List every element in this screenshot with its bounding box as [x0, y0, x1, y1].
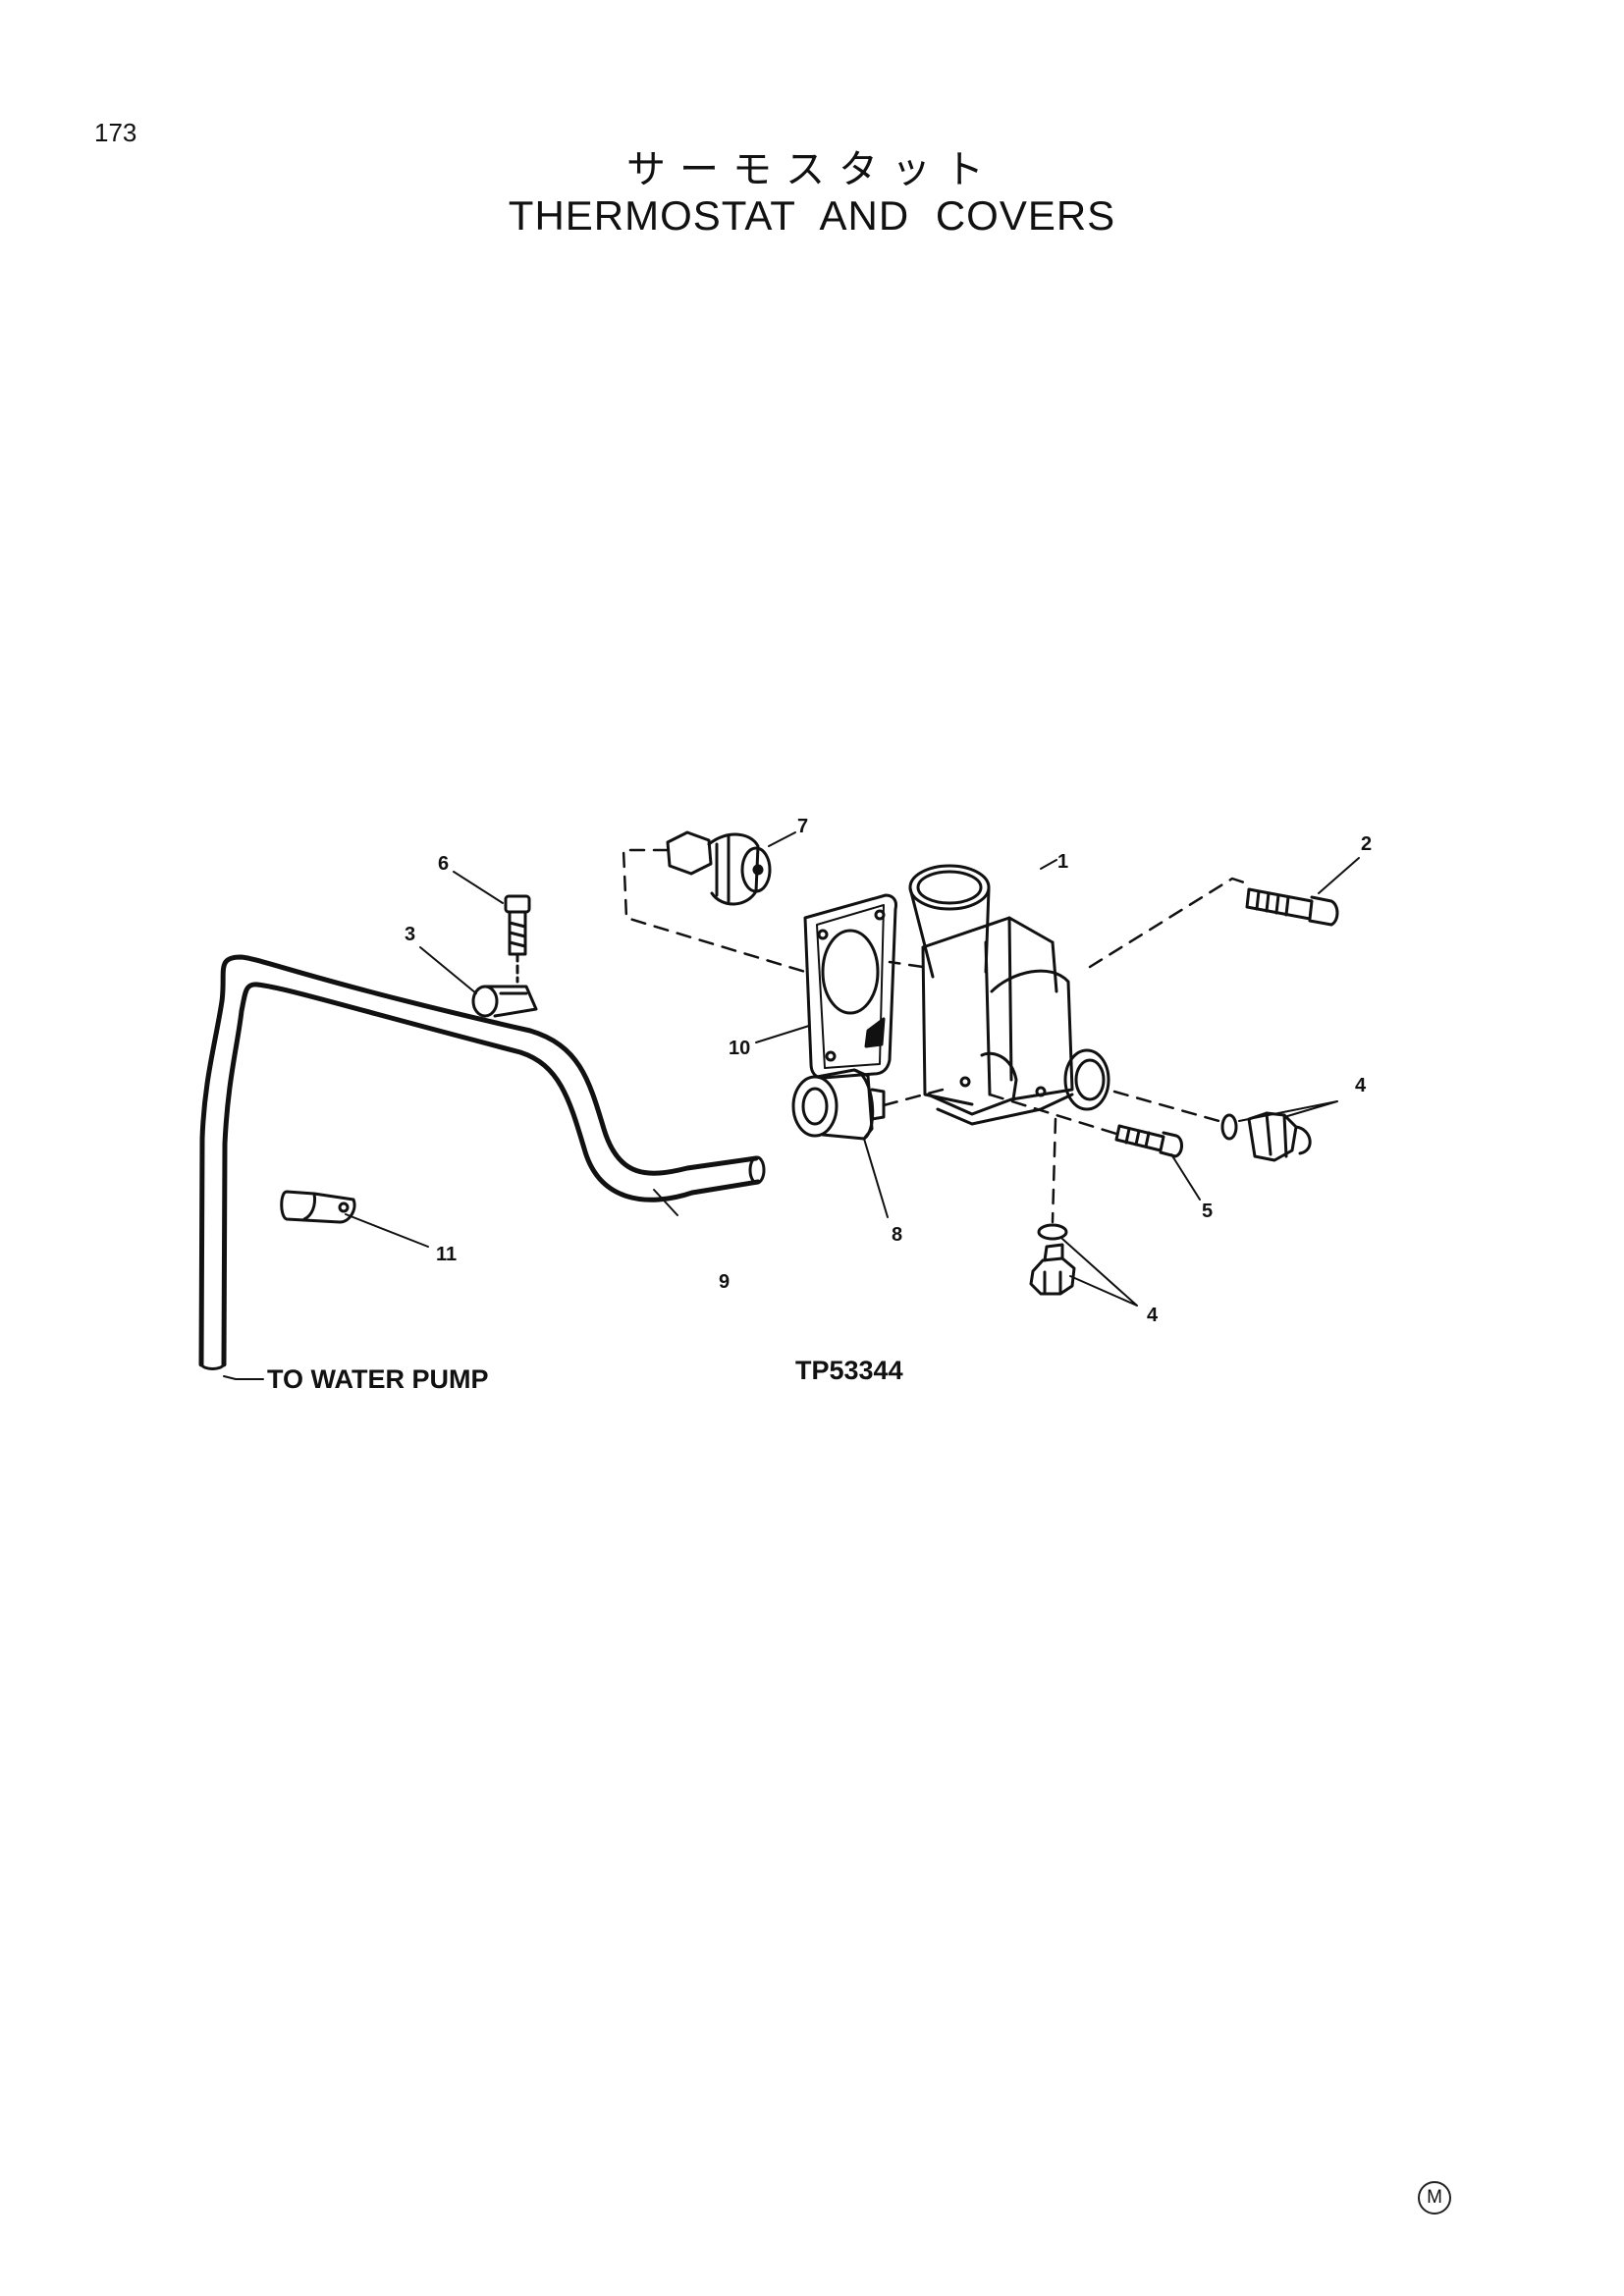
bolt-part-6	[504, 894, 531, 984]
callout-4-bottom: 4	[1147, 1305, 1159, 1326]
page-number: 173	[94, 118, 137, 147]
plug-and-o-ring-right-part-4	[1220, 1111, 1312, 1162]
callout-10: 10	[729, 1038, 750, 1059]
bolt-part-5	[1114, 1124, 1183, 1158]
callout-9: 9	[719, 1271, 730, 1293]
callout-5: 5	[1202, 1201, 1213, 1222]
hose-destination-label: TO WATER PUMP	[267, 1364, 489, 1394]
plug-and-o-ring-bottom-part-4	[1029, 1223, 1076, 1296]
thermostat-housing-part-1	[908, 864, 1110, 1126]
callout-2: 2	[1361, 833, 1372, 855]
callout-7: 7	[797, 816, 808, 837]
callout-3: 3	[405, 924, 415, 945]
bolt-part-2	[1245, 887, 1339, 927]
callout-8: 8	[892, 1224, 902, 1246]
clamp-part-11	[280, 1190, 356, 1224]
coolant-hose	[198, 954, 766, 1370]
thermostat-part-8	[791, 1068, 886, 1141]
callout-labels: 1 2 3 4 4 5 6 7 8 9 10 11 TO WATER PUMP …	[267, 816, 1372, 1394]
callout-11: 11	[436, 1244, 457, 1265]
gasket-part-10	[803, 893, 897, 1080]
figure-id: TP53344	[795, 1356, 903, 1385]
page-title: THERMOSTAT AND COVERS	[508, 192, 1116, 239]
callout-4-right: 4	[1355, 1075, 1367, 1096]
manufacturer-mark: M	[1418, 2181, 1451, 2215]
clamp-part-3	[471, 985, 538, 1018]
callout-6: 6	[438, 853, 449, 875]
temperature-switch-part-7	[666, 830, 772, 906]
callout-1: 1	[1057, 851, 1068, 873]
page-title-japanese: サーモスタット	[626, 147, 998, 192]
leader-lines	[223, 831, 1360, 1380]
assembly-lines	[622, 848, 1249, 1224]
